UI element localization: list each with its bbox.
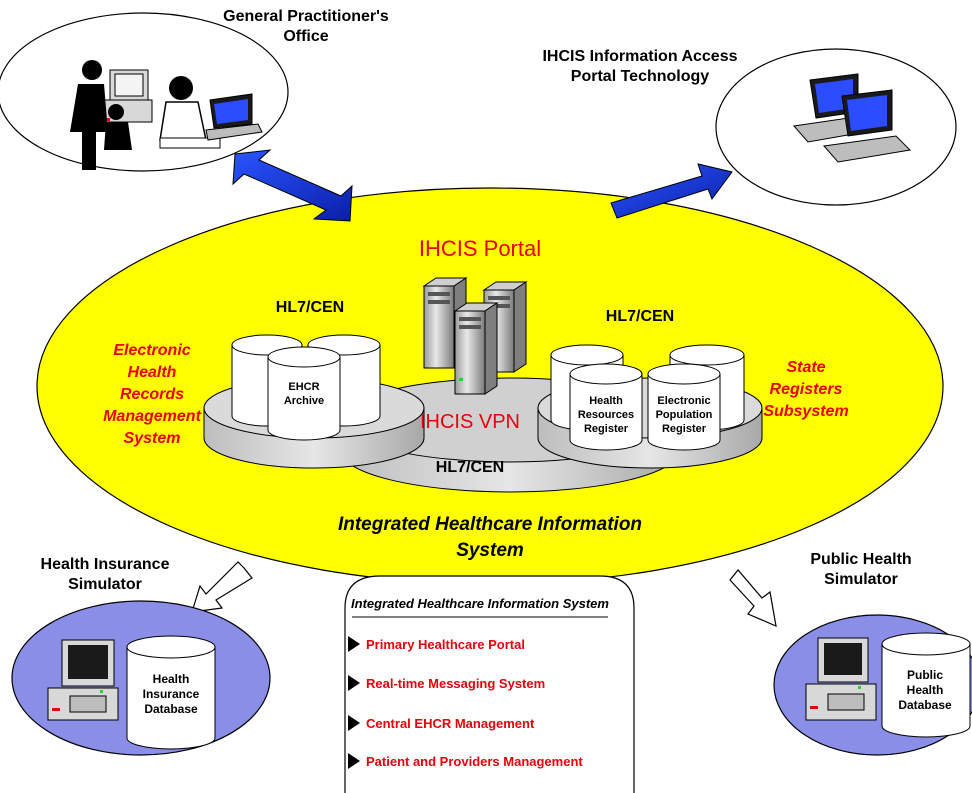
public-health-db-label: Public Health Database bbox=[898, 668, 952, 712]
insurance-hollow-arrow bbox=[191, 561, 253, 613]
insurance-computer-icon bbox=[47, 639, 119, 721]
hl7-center-label: HL7/CEN bbox=[435, 459, 505, 476]
health-insurance-db-cylinder bbox=[126, 635, 216, 750]
hl7-left-label: HL7/CEN bbox=[275, 299, 345, 316]
triangle-bullet-icon bbox=[348, 675, 360, 691]
ehcr-archive-label: EHCR Archive bbox=[283, 381, 325, 407]
public-health-db-cylinder bbox=[881, 632, 971, 738]
gp-office-label: General Practitioner's Office bbox=[223, 8, 389, 45]
panel-item-central-ehcr: Central EHCR Management bbox=[348, 713, 534, 733]
panel-item-primary-healthcare-portal: Primary Healthcare Portal bbox=[348, 634, 525, 654]
panel-item-label: Central EHCR Management bbox=[366, 715, 535, 731]
panel-item-label: Real-time Messaging System bbox=[366, 675, 546, 691]
gp-bidirectional-arrow bbox=[232, 149, 353, 222]
integrated-system-label: Integrated Healthcare Information System bbox=[337, 514, 643, 561]
public-health-label: Public Health Simulator bbox=[810, 551, 912, 588]
hl7-right-label: HL7/CEN bbox=[605, 308, 675, 325]
panel-title: Integrated Healthcare Information System bbox=[351, 596, 609, 611]
population-register-label: Electronic Population Register bbox=[655, 395, 713, 435]
health-resources-cylinder bbox=[569, 363, 643, 451]
triangle-bullet-icon bbox=[348, 715, 360, 731]
ihcis-portal-label: IHCIS Portal bbox=[418, 236, 542, 261]
state-registers-label: State Registers Subsystem bbox=[763, 359, 849, 420]
health-resources-label: Health Resources Register bbox=[577, 395, 635, 435]
public-health-hollow-arrow bbox=[729, 569, 777, 627]
ehr-cylinders bbox=[231, 334, 381, 441]
ehr-system-label: Electronic Health Records Management Sys… bbox=[103, 342, 201, 447]
ihcis-vpn-label: IHCIS VPN bbox=[419, 411, 521, 433]
public-health-computer-icon bbox=[805, 637, 877, 721]
population-register-cylinder bbox=[647, 363, 721, 451]
ihcis-servers bbox=[422, 277, 528, 395]
health-insurance-db-label: Health Insurance Database bbox=[142, 672, 200, 716]
gp-office-people-illustration bbox=[70, 60, 263, 170]
triangle-bullet-icon bbox=[348, 636, 360, 652]
register-cylinders bbox=[550, 344, 745, 451]
ehcr-archive-cylinder bbox=[267, 346, 341, 441]
access-portal-laptops-illustration bbox=[793, 73, 912, 163]
health-insurance-label: Health Insurance Simulator bbox=[40, 556, 170, 593]
panel-item-label: Primary Healthcare Portal bbox=[366, 636, 525, 652]
triangle-bullet-icon bbox=[348, 753, 360, 769]
panel-frame bbox=[344, 575, 635, 793]
panel-item-realtime-messaging: Real-time Messaging System bbox=[348, 673, 545, 693]
portal-access-arrow bbox=[610, 163, 733, 219]
panel-item-patient-providers: Patient and Providers Management bbox=[348, 751, 583, 771]
access-portal-label: IHCIS Information Access Portal Technolo… bbox=[542, 48, 738, 85]
panel-item-label: Patient and Providers Management bbox=[366, 753, 583, 769]
